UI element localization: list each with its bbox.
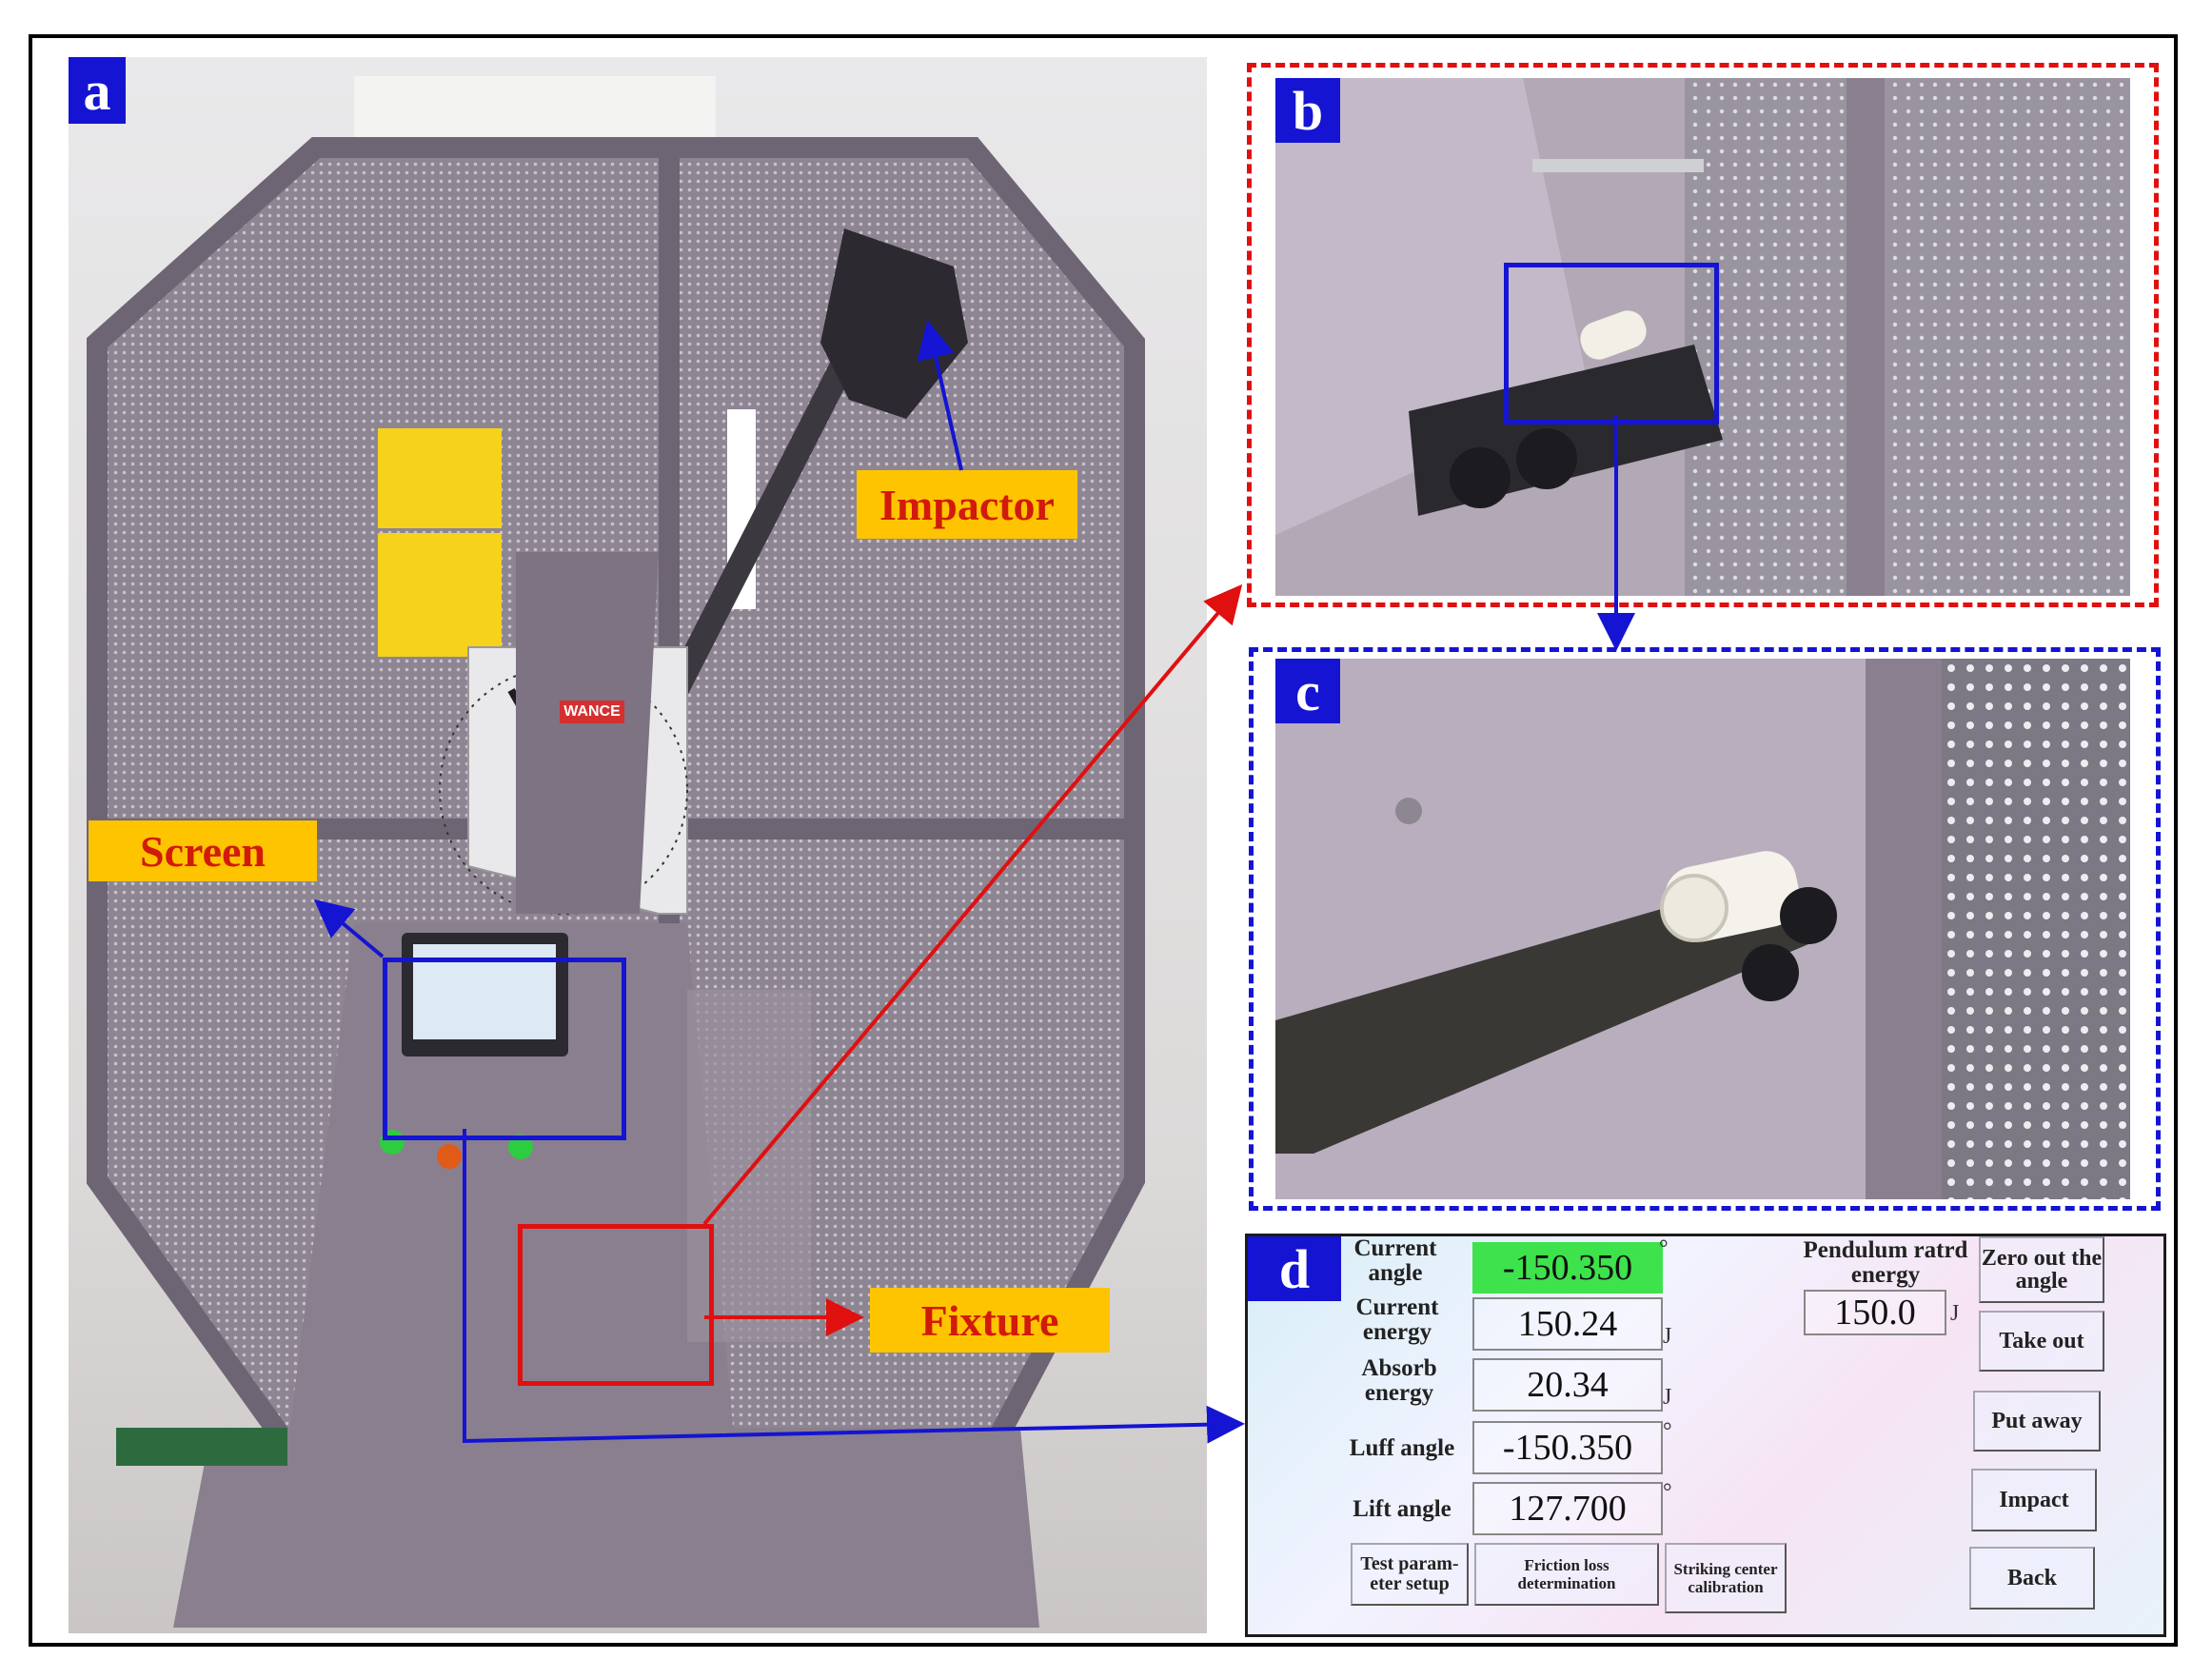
current-angle-unit: ° [1659,1236,1669,1261]
pendulum-energy-value: 150.0 [1804,1290,1946,1335]
screen-highlight-box [383,958,626,1140]
specimen-closeup-illustration [1275,659,2130,1199]
back-button[interactable]: Back [1969,1547,2095,1610]
luff-angle-value: -150.350 [1472,1421,1663,1474]
panel-tag-d: d [1248,1236,1341,1301]
put-away-button[interactable]: Put away [1973,1391,2101,1452]
panel-b-photo: b [1275,78,2130,596]
test-parameter-setup-button[interactable]: Test param-eter setup [1351,1543,1469,1606]
panel-d-hmi-screen: d Current angle -150.350 ° Pendulum ratr… [1245,1234,2166,1637]
friction-loss-button[interactable]: Friction loss determination [1474,1543,1659,1606]
current-energy-unit: J [1663,1324,1672,1349]
panel-tag-a: a [69,57,126,124]
pendulum-energy-label: Pendulum ratrd energy [1803,1237,1968,1288]
lift-angle-unit: ° [1663,1480,1672,1505]
current-angle-value: -150.350 [1472,1242,1663,1294]
take-out-button[interactable]: Take out [1979,1311,2104,1372]
luff-angle-label: Luff angle [1349,1435,1455,1461]
fixture-closeup-illustration [1275,78,2130,596]
panel-c-photo: c [1275,659,2130,1199]
panel-tag-c: c [1275,659,1340,723]
current-angle-label: Current angle [1353,1235,1437,1286]
striking-center-calibration-button[interactable]: Striking center calibration [1665,1543,1787,1613]
warning-label-1 [378,428,502,528]
fixture-highlight-box [518,1224,714,1386]
impact-button[interactable]: Impact [1971,1469,2097,1531]
panel-c-dashed-border [1249,647,2161,1211]
absorb-energy-label: Absorb energy [1361,1355,1437,1406]
callout-fixture: Fixture [870,1288,1110,1353]
pendulum-energy-unit: J [1950,1301,1960,1326]
zero-out-angle-button[interactable]: Zero out the angle [1979,1236,2104,1303]
warning-label-2 [378,533,502,657]
brand-plate: WANCE [560,701,624,723]
specimen-highlight-box [1504,263,1719,425]
callout-screen: Screen [89,820,317,881]
luff-angle-unit: ° [1663,1419,1672,1444]
panel-b-dashed-border [1247,63,2159,607]
current-energy-value: 150.24 [1472,1297,1663,1351]
lift-angle-value: 127.700 [1472,1482,1663,1535]
lift-angle-label: Lift angle [1353,1496,1452,1522]
panel-a-photo: a Impactor Screen Fixture WANCE [69,57,1207,1633]
current-energy-label: Current energy [1355,1294,1439,1345]
absorb-energy-value: 20.34 [1472,1358,1663,1412]
panel-tag-b: b [1275,78,1340,143]
callout-impactor: Impactor [857,470,1077,539]
absorb-energy-unit: J [1663,1385,1672,1410]
